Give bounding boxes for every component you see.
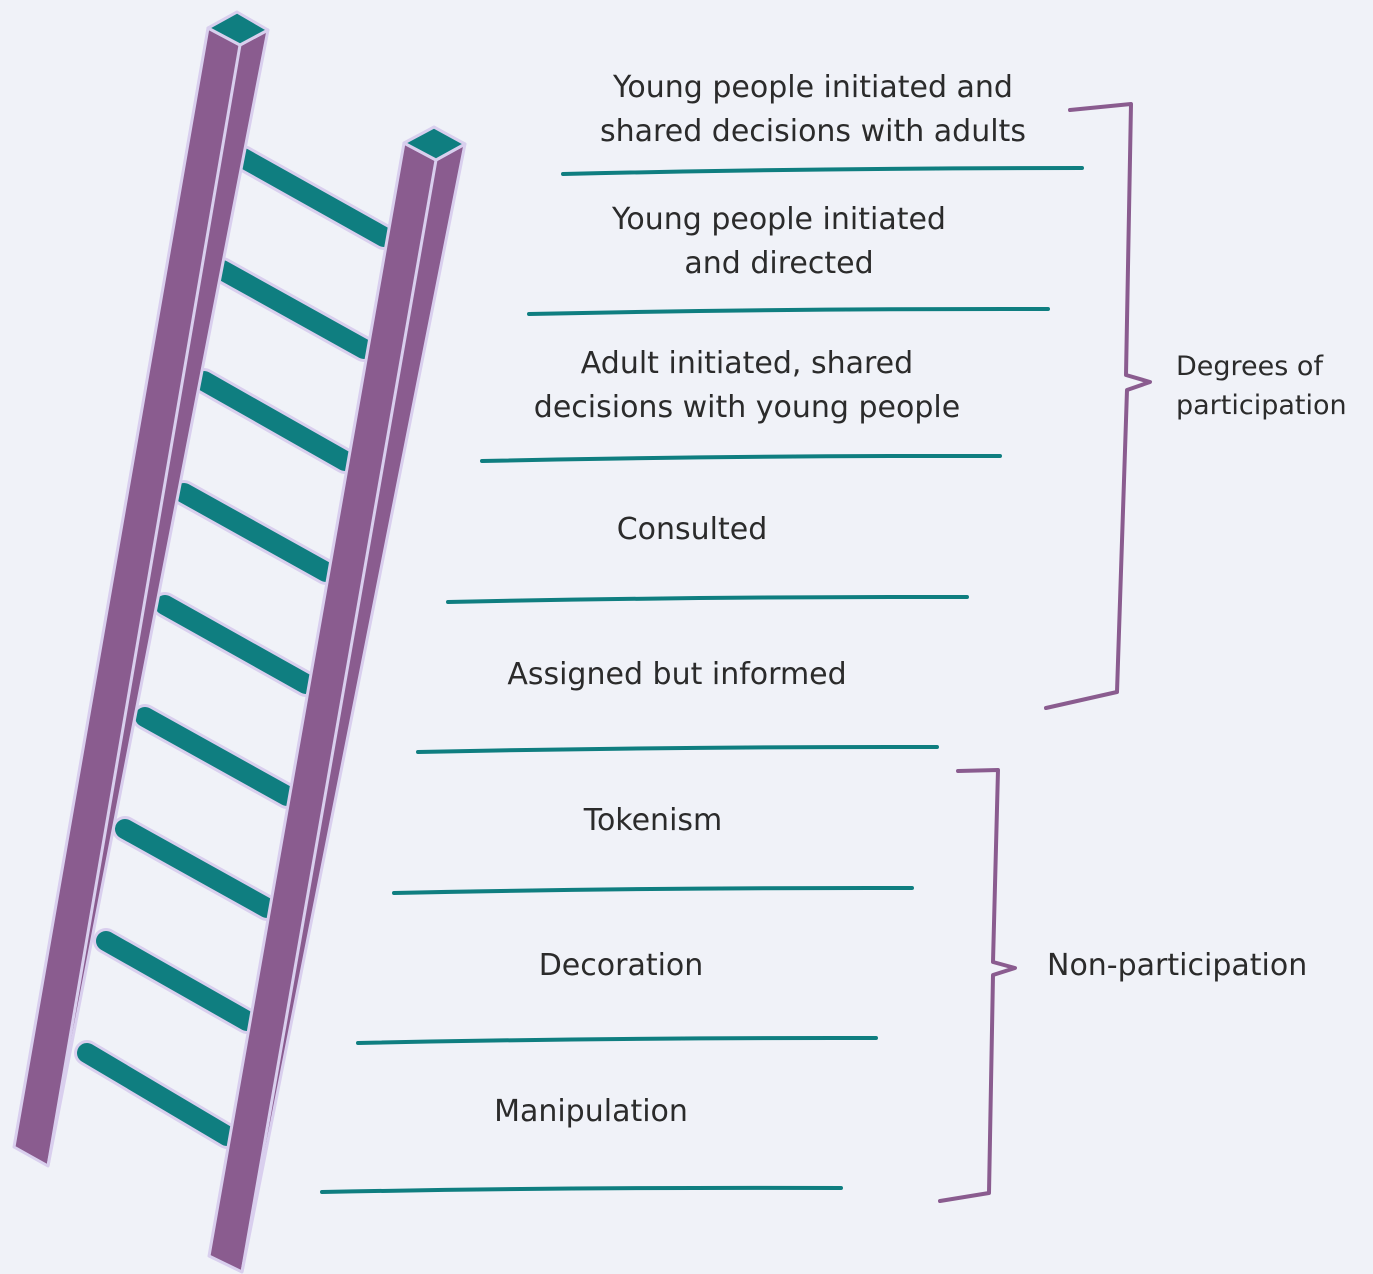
- rung-divider-lines: [320, 166, 1084, 1194]
- group-label-line: Degrees of: [1176, 351, 1323, 382]
- rung-divider: [561, 166, 1084, 176]
- rung-label-line: Decoration: [538, 948, 704, 983]
- rung-label-manipulation: Manipulation: [341, 1090, 841, 1134]
- rung-label-line: shared decisions with adults: [600, 114, 1026, 149]
- rung-divider: [320, 1185, 843, 1194]
- rung-label-assigned-informed: Assigned but informed: [427, 653, 927, 697]
- non-participation-brace: [938, 768, 1017, 1203]
- ladder-left-rail-top: [206, 10, 270, 47]
- rung-divider: [392, 885, 914, 895]
- ladder-rung: [233, 148, 394, 247]
- ladder-right-rail-edge: [240, 159, 438, 1273]
- ladder-left-rail-edge: [46, 44, 242, 1167]
- ladder-rung: [174, 483, 336, 582]
- rung-divider: [527, 306, 1050, 316]
- ladder-rung: [212, 260, 374, 359]
- group-label-line: Non-participation: [1047, 948, 1308, 983]
- ladder-rung: [96, 931, 257, 1031]
- rung-divider: [356, 1035, 878, 1045]
- ladder-left-rail: [12, 26, 270, 1168]
- rung-label-decoration: Decoration: [371, 944, 871, 988]
- ladder-rung: [135, 707, 297, 806]
- rung-label-shared-with-adults: Young people initiated and shared decisi…: [563, 66, 1063, 154]
- ladder-rung: [77, 1043, 237, 1146]
- rung-label-line: decisions with young people: [533, 390, 961, 425]
- rung-label-line: and directed: [684, 246, 874, 281]
- rung-label-line: Manipulation: [494, 1094, 688, 1129]
- rung-label-line: Tokenism: [583, 803, 723, 838]
- rung-label-youth-directed: Young people initiated and directed: [529, 198, 1029, 286]
- rung-divider: [416, 744, 939, 754]
- rung-label-line: Young people initiated: [612, 202, 946, 237]
- ladder-rails: [12, 10, 467, 1274]
- rung-label-consulted: Consulted: [442, 508, 942, 552]
- group-label-non-participation: Non-participation: [1047, 946, 1307, 985]
- rung-label-adult-initiated: Adult initiated, shared decisions with y…: [497, 342, 997, 430]
- rung-label-line: Young people initiated and: [613, 70, 1013, 105]
- rung-label-tokenism: Tokenism: [403, 799, 903, 843]
- group-label-degrees-of-participation: Degrees of participation: [1176, 347, 1347, 425]
- rung-divider: [480, 453, 1002, 463]
- group-braces: [938, 102, 1152, 1203]
- rung-label-line: Adult initiated, shared: [580, 346, 914, 381]
- participation-brace: [1044, 102, 1152, 710]
- rung-divider: [446, 594, 969, 604]
- group-label-line: participation: [1176, 390, 1347, 421]
- rung-label-line: Consulted: [616, 512, 768, 547]
- ladder-rung: [155, 595, 316, 694]
- ladder-rung: [194, 371, 355, 471]
- rung-label-line: Assigned but informed: [507, 657, 847, 692]
- ladder-right-rail-top: [402, 125, 467, 162]
- ladder-rung: [115, 819, 277, 918]
- ladder-rungs: [74, 145, 397, 1149]
